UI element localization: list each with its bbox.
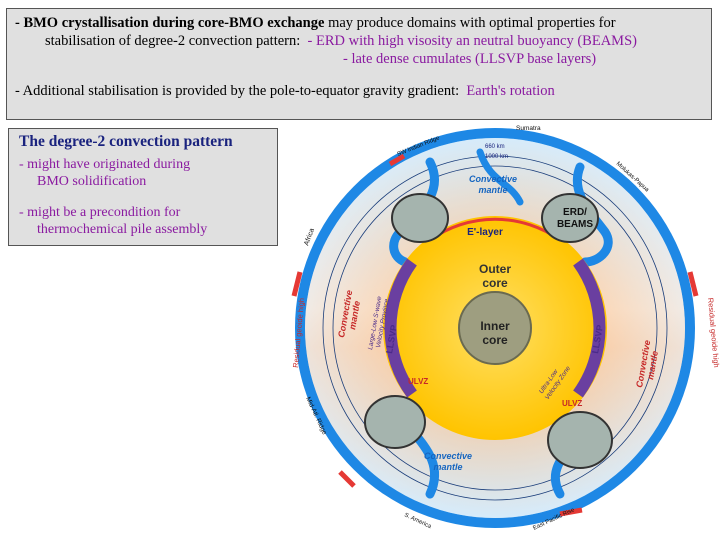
sumatra-label: Sumatra [516, 125, 541, 132]
summary-line-2: stabilisation of degree-2 convection pat… [45, 33, 637, 49]
point-2: - might be a precondition for [19, 205, 181, 220]
depth-1000-label: 1000 km [485, 154, 508, 160]
summary-line-3: - late dense cumulates (LLSVP base layer… [343, 51, 597, 67]
degree2-box: The degree-2 convection pattern - might … [8, 128, 278, 246]
ulvz-left-label: ULVZ [408, 377, 428, 386]
convective-right-2: mantle [645, 350, 660, 380]
slab [572, 162, 613, 267]
earth-cross-section-figure: Outer core Inner core E'-layer ERD/ BEAM… [280, 122, 720, 540]
point-1: - might have originated during [19, 157, 191, 172]
erd-blob [364, 395, 426, 449]
boundary-660 [322, 155, 668, 501]
convective-top-1: Convective [469, 174, 517, 184]
earth-diagram: Outer core Inner core E'-layer ERD/ BEAM… [291, 125, 720, 532]
summary-lead: - BMO crystallisation during core-BMO ex… [15, 15, 325, 31]
outer-core-label-2: core [482, 276, 508, 290]
convective-bottom-2: mantle [433, 462, 462, 472]
convective-bottom-1: Convective [424, 451, 472, 461]
erd-blob [391, 193, 449, 243]
summary-box: - BMO crystallisation during core-BMO ex… [6, 8, 712, 120]
summary-line-1: - BMO crystallisation during core-BMO ex… [15, 15, 616, 31]
llsvp-left [384, 258, 417, 398]
point-1-cont: BMO solidification [37, 174, 147, 189]
e-layer-label: E'-layer [467, 227, 503, 238]
convective-top-2: mantle [478, 185, 507, 195]
convective-left-2: mantle [347, 300, 362, 330]
inner-core-label-1: Inner [480, 319, 510, 333]
degree2-title: The degree-2 convection pattern [19, 133, 233, 150]
inner-core-label-2: core [482, 333, 508, 347]
llsvp-right [573, 258, 606, 398]
llsvp-right-label: LLSVP [590, 324, 605, 354]
erd-blob [541, 193, 599, 243]
llsvp-left-label: LLSVP [384, 324, 399, 354]
boundary-1000 [332, 165, 658, 491]
outer-core-label-1: Outer [479, 262, 511, 276]
erd-blob [547, 411, 613, 469]
residual-right-label: Residual geoide high [706, 297, 720, 368]
depth-660-label: 660 km [485, 144, 505, 150]
erd-label-2: BEAMS [557, 219, 593, 230]
point-2-cont: thermochemical pile assembly [37, 222, 208, 237]
ulvz-right-label: ULVZ [562, 399, 582, 408]
summary-line-4: - Additional stabilisation is provided b… [15, 83, 555, 99]
erd-label-1: ERD/ [563, 207, 587, 218]
e-layer [429, 217, 561, 242]
inner-core [458, 291, 532, 365]
